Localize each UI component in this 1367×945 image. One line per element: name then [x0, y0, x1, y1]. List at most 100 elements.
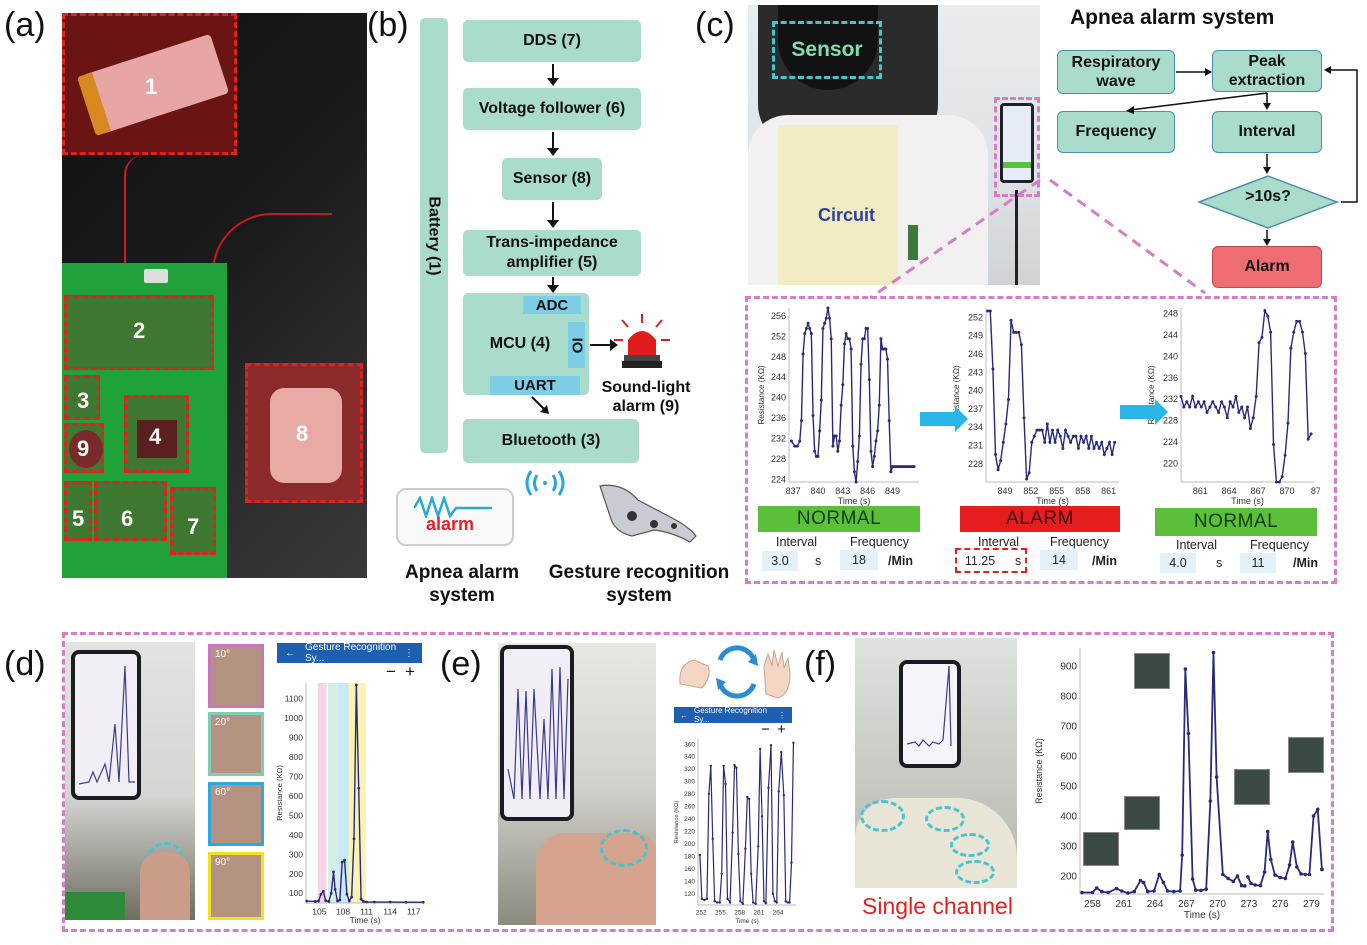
data-point [1082, 440, 1086, 444]
data-point [1183, 667, 1188, 671]
shirt [778, 125, 898, 285]
y-tick-label: 300 [684, 779, 695, 786]
data-point [867, 378, 871, 382]
data-point [421, 900, 425, 904]
data-point [811, 413, 815, 417]
alarm-line2: alarm (9) [612, 398, 680, 416]
data-point [1053, 440, 1057, 444]
data-point [1295, 319, 1299, 323]
panel-label-c: (c) [695, 6, 735, 44]
y-tick-label: 228 [771, 454, 786, 464]
caption-gesture-recognition-system: Gesture recognition system [540, 562, 738, 608]
status-text: NORMAL [796, 508, 882, 529]
data-point [1260, 335, 1264, 339]
angle-label: 20° [215, 717, 231, 728]
flow-interval: Interval [1212, 111, 1322, 153]
data-point [869, 449, 873, 453]
data-point [769, 744, 773, 747]
data-point [1027, 471, 1031, 475]
data-point [359, 897, 363, 901]
back-arrow-icon[interactable]: ← [285, 647, 295, 659]
x-tick-label: 87 [1311, 486, 1320, 496]
x-axis-label: Time (s) [1036, 496, 1069, 506]
y-tick-label: 232 [771, 434, 786, 444]
data-point [1074, 434, 1078, 438]
x-axis-label: Time (s) [1231, 496, 1264, 506]
data-point [724, 782, 727, 786]
angle-thumb-10: 10° [208, 644, 264, 708]
data-point [826, 306, 830, 310]
more-menu-icon[interactable]: ⋮ [404, 647, 414, 659]
phone-screen [500, 645, 574, 821]
data-point [1126, 891, 1130, 895]
data-point [777, 790, 780, 793]
angle-label: 10° [215, 649, 231, 660]
zoom-in-button[interactable]: + [405, 662, 415, 681]
data-point [716, 901, 719, 904]
data-point [801, 352, 805, 356]
sensor-wire [212, 213, 332, 363]
y-tick-label: 180 [684, 854, 695, 861]
subject-photo: Sensor Circuit [748, 5, 1040, 285]
sensor-highlight-circle [950, 833, 990, 857]
back-arrow-icon[interactable]: ← [680, 710, 688, 720]
region-5: 5 [64, 481, 92, 541]
data-point [1277, 480, 1281, 484]
data-point [1214, 405, 1218, 409]
more-menu-icon[interactable]: ⋮ [778, 710, 786, 720]
arrow-icon [547, 202, 559, 228]
sensor-block: Sensor (8) [502, 158, 602, 200]
data-point [866, 326, 870, 330]
data-point [354, 683, 358, 687]
arrow-icon [547, 64, 559, 86]
region-3: 3 [64, 375, 100, 420]
data-point [1165, 889, 1170, 893]
data-point [1152, 889, 1156, 893]
region-9: 9 [64, 423, 104, 473]
status-badge-normal-2: NORMAL [1155, 508, 1317, 536]
y-tick-label: 300 [1060, 842, 1077, 853]
x-tick-label: 861 [1101, 486, 1116, 496]
data-point [775, 901, 778, 904]
y-tick-label: 1100 [285, 694, 304, 704]
transition-arrow-icon [1120, 399, 1168, 425]
tia-line2: amplifier (5) [506, 254, 598, 271]
interval-unit: s [1015, 554, 1022, 568]
data-point [834, 434, 838, 438]
data-point [841, 383, 845, 387]
data-point [1066, 434, 1070, 438]
data-point [1145, 889, 1150, 894]
sensor-patch [270, 388, 342, 483]
data-point [1265, 829, 1270, 834]
data-point [1084, 434, 1088, 438]
data-point [733, 764, 736, 767]
interval-unit: s [1216, 556, 1223, 570]
data-point [1022, 416, 1026, 420]
zoom-out-button[interactable]: − [386, 662, 396, 681]
data-point [751, 901, 755, 904]
data-point [1269, 330, 1273, 334]
data-point [782, 793, 786, 797]
data-point [803, 332, 807, 336]
zoom-in-button[interactable]: + [777, 721, 786, 738]
frequency-unit: /Min [1293, 556, 1318, 570]
data-point [844, 332, 848, 336]
x-tick-label: 855 [1049, 486, 1064, 496]
data-point [808, 326, 812, 330]
y-tick-label: 248 [771, 352, 786, 362]
y-tick-label: 237 [968, 404, 983, 414]
sensor-highlight-circle [925, 806, 965, 832]
component-number-1: 1 [145, 74, 158, 99]
zoom-out-button[interactable]: − [761, 721, 770, 738]
data-point [1214, 775, 1219, 779]
frequency-label: Frequency [1050, 535, 1110, 549]
x-tick-label: 852 [1023, 486, 1038, 496]
data-point [829, 337, 833, 341]
interval-value: 4.0 [1160, 553, 1196, 573]
dds-block: DDS (7) [463, 20, 641, 62]
x-tick-label: 264 [1147, 899, 1164, 910]
component-number-7: 7 [187, 514, 200, 539]
flow-peak-line2: extraction [1228, 72, 1306, 89]
data-point [1248, 426, 1252, 430]
